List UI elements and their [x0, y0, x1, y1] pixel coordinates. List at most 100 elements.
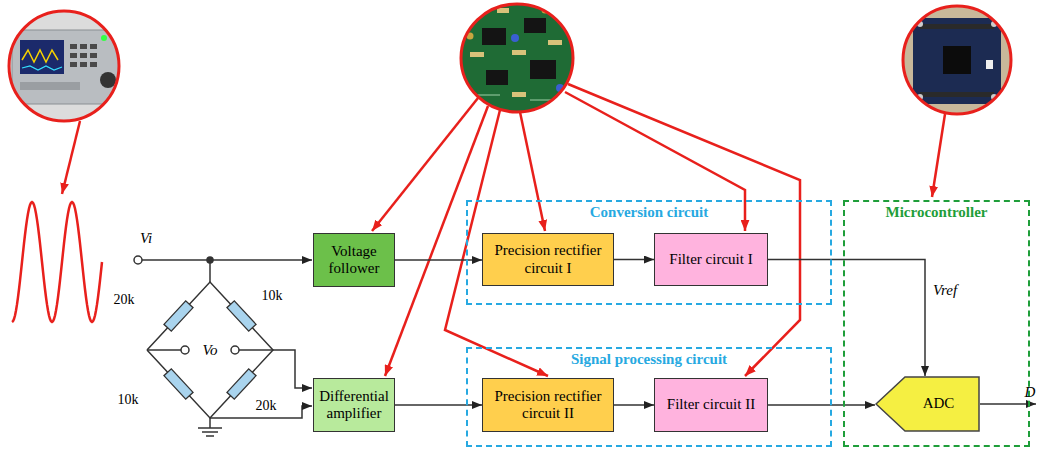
bridge-circuit — [231, 346, 239, 354]
leader-arrow — [932, 114, 945, 197]
group-title: Conversion circuit — [468, 203, 830, 221]
pcb-photo — [512, 50, 526, 55]
pcb-photo — [461, 4, 573, 112]
resistor-value: 20k — [256, 398, 277, 413]
pcb-photo — [486, 70, 508, 85]
bridge-circuit — [209, 418, 211, 428]
group-title: Signal processing circuit — [468, 350, 830, 368]
box-label: Differential amplifier — [318, 388, 390, 423]
resistor-value: 20k — [114, 292, 135, 307]
signal-name: Vo — [203, 342, 218, 359]
signal-generator-photo — [80, 44, 87, 49]
leader-arrow — [385, 106, 488, 376]
signal-generator-photo — [80, 62, 87, 67]
bridge-circuit — [198, 427, 222, 429]
box-label: Precision rectifier circuit II — [487, 388, 609, 423]
leader-arrow — [372, 98, 478, 231]
pcb-photo — [524, 18, 546, 33]
signal-generator-photo — [0, 0, 130, 130]
resistor-symbol — [164, 369, 193, 399]
pcb-photo — [530, 60, 556, 79]
bridge-circuit — [142, 259, 312, 261]
process-box: Filter circuit I — [654, 233, 768, 286]
sine-wave — [12, 202, 102, 322]
signal-generator-photo — [70, 44, 77, 49]
adc-block: ADC — [875, 376, 980, 432]
microcontroller-photo — [920, 24, 994, 29]
box-label: Filter circuit II — [667, 396, 755, 413]
signal-generator-photo — [20, 40, 64, 74]
microcontroller-photo — [943, 46, 971, 74]
signal-name: Vref — [931, 282, 959, 299]
group-band: Signal processing circuitPrecision recti… — [466, 347, 832, 447]
bridge-circuit — [239, 349, 273, 351]
microcontroller-photo — [986, 60, 993, 69]
signal-generator-photo — [80, 53, 87, 58]
pcb-photo — [497, 8, 509, 13]
signal-generator-photo — [70, 62, 77, 67]
signal-connector — [614, 404, 654, 406]
bridge-circuit — [273, 350, 312, 388]
bridge-circuit — [147, 349, 181, 351]
signal-generator-photo — [22, 50, 58, 62]
bridge-circuit — [202, 431, 218, 433]
signal-generator-photo — [70, 53, 77, 58]
signal-connector — [395, 404, 482, 406]
group-band: MicrocontrollerADC — [843, 200, 1030, 447]
adc-outline — [876, 377, 979, 431]
signal-generator-photo — [0, 0, 130, 130]
signal-connector — [768, 260, 925, 377]
microcontroller-photo — [900, 0, 1015, 120]
output-arrow — [980, 403, 1036, 405]
signal-generator-photo — [90, 53, 97, 58]
signal-connector — [395, 259, 482, 261]
signal-name: D — [1025, 384, 1036, 401]
bridge-circuit — [209, 260, 211, 282]
pcb-photo — [512, 92, 526, 97]
pcb-photo — [470, 52, 484, 57]
process-box: Differential amplifier — [313, 378, 395, 432]
signal-generator-photo — [90, 44, 97, 49]
signal-generator-photo — [0, 0, 130, 130]
process-box: Filter circuit II — [654, 378, 768, 432]
box-label: Filter circuit I — [669, 251, 752, 268]
bridge-circuit — [206, 435, 214, 437]
microcontroller-photo — [900, 0, 1015, 120]
pcb-photo — [548, 40, 562, 45]
microcontroller-photo — [913, 18, 1001, 104]
microcontroller-photo — [920, 92, 994, 97]
process-box: Precision rectifier circuit I — [482, 233, 614, 286]
resistor-value: 10k — [262, 288, 283, 303]
group-band: Conversion circuitPrecision rectifier ci… — [466, 200, 832, 305]
process-box: Voltage follower — [313, 233, 395, 287]
box-label: ADC — [923, 395, 955, 412]
pcb-photo — [482, 28, 506, 45]
signal-connector — [768, 404, 875, 406]
pcb-photo — [530, 100, 565, 101]
signal-connector — [614, 259, 654, 261]
signal-generator-photo — [20, 82, 80, 90]
group-title: Microcontroller — [845, 203, 1028, 221]
leader-arrow — [520, 112, 545, 231]
signal-generator-photo — [9, 11, 119, 121]
pcb-photo — [511, 34, 519, 42]
signal-generator-photo — [101, 35, 107, 41]
resistor-symbol — [227, 369, 256, 399]
resistor-symbol — [164, 301, 193, 331]
signal-generator-photo — [22, 66, 62, 70]
signal-generator-photo — [12, 30, 126, 104]
bridge-circuit — [147, 282, 273, 418]
signal-generator-photo — [90, 62, 97, 67]
leader-arrow — [568, 84, 800, 376]
resistor-symbol — [164, 301, 256, 399]
bridge-circuit — [134, 256, 142, 264]
resistor-value: 10k — [118, 392, 139, 407]
signal-name: Vi — [140, 230, 152, 247]
process-box: Precision rectifier circuit II — [482, 378, 614, 432]
leader-arrow — [62, 121, 80, 194]
bridge-circuit — [134, 256, 312, 436]
leader-arrow — [372, 84, 800, 376]
signal-generator-photo — [100, 72, 116, 88]
